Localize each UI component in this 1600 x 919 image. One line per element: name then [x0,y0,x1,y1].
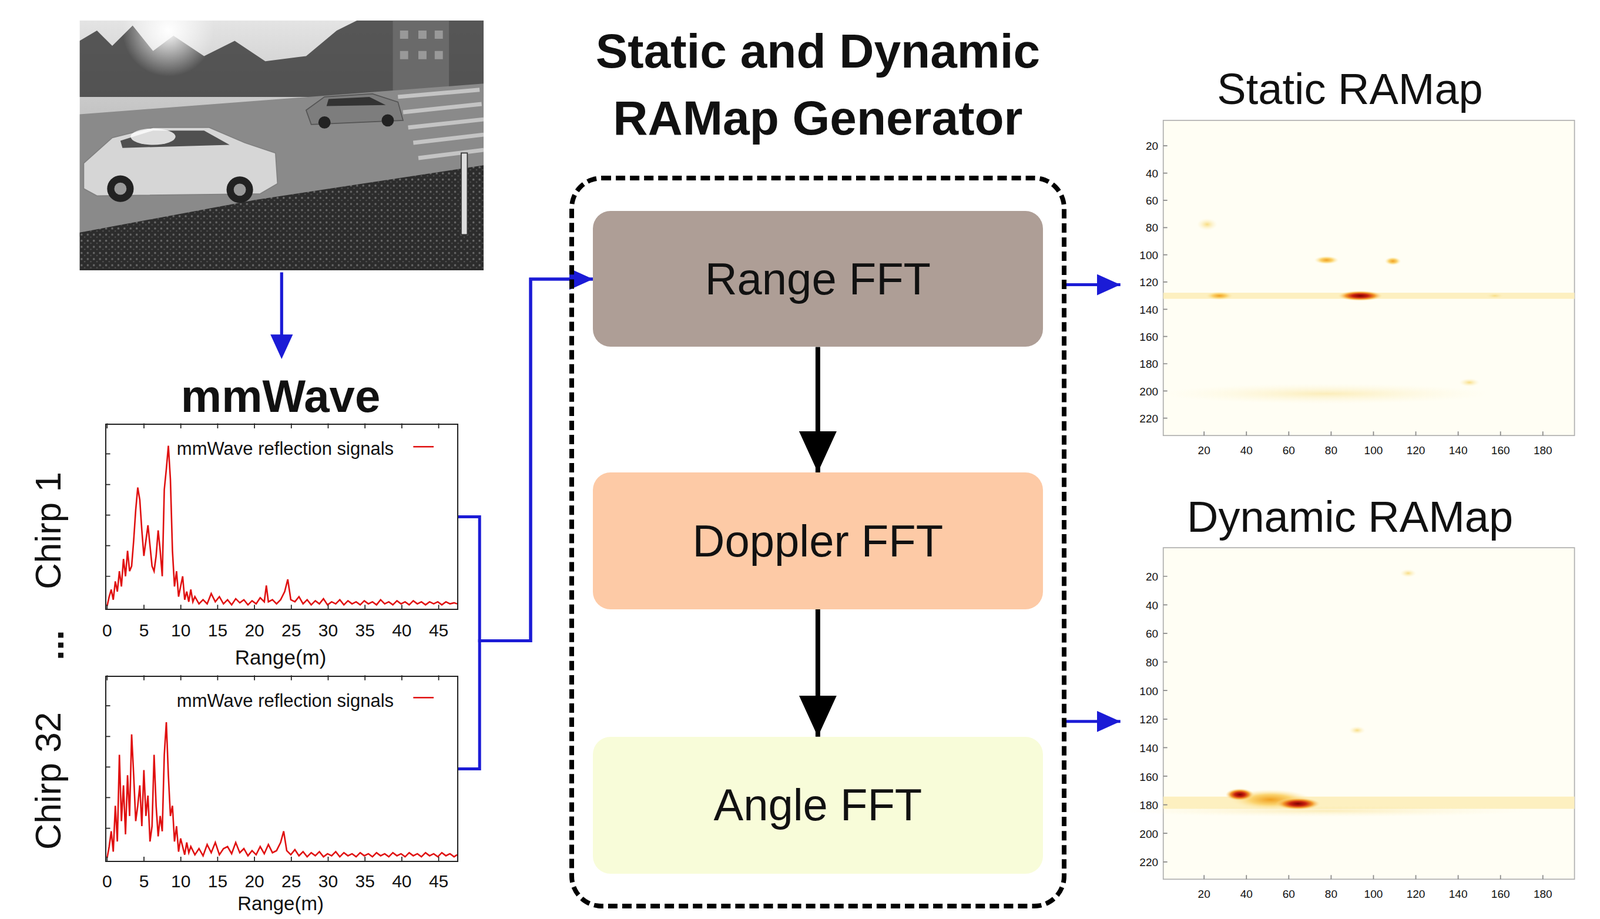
heatmap [1163,120,1575,436]
tick-label: 120 [1139,276,1159,288]
flow-arrow [1066,719,1121,723]
tick-label: 25 [281,872,301,891]
tick-label: 20 [1198,888,1211,900]
tick-label: 160 [1491,444,1511,456]
tick-label: 120 [1406,444,1426,456]
process-box: Range FFT [592,210,1043,347]
process-label: Doppler FFT [692,516,944,566]
signal-plot: mmWave reflection signals [105,423,459,611]
chirp-label: Chirp 32 [29,711,67,850]
tick-label: 20 [1198,444,1211,456]
tick-label: 45 [428,872,449,891]
tick-label: 40 [391,872,412,891]
tick-label: 60 [1145,628,1159,640]
tick-label: 140 [1448,444,1468,456]
plot-title: Static RAMap [1120,67,1580,112]
tick-label: 25 [281,621,301,640]
axis-ticks [105,423,439,862]
ellipsis-mark: ... [32,629,70,661]
axis-title: Range(m) [235,646,327,668]
tick-label: 40 [1145,599,1159,611]
group-title: Static and Dynamic RAMap Generator [553,17,1083,151]
tick-label: 100 [1139,249,1159,261]
flow-arrow [1066,283,1121,287]
tick-label: 40 [1240,888,1253,900]
tick-label: 80 [1325,888,1338,900]
tick-label: 30 [318,872,338,891]
tick-label: 80 [1145,222,1159,234]
tick-label: 5 [139,872,150,891]
tick-label: 180 [1533,444,1553,456]
tick-label: 200 [1139,385,1159,397]
section-label: mmWave [180,373,381,419]
tick-label: 140 [1139,742,1159,754]
tick-label: 40 [1240,444,1253,456]
axis-title: Range(m) [237,893,324,913]
tick-label: 100 [1139,685,1159,697]
tick-label: 160 [1491,888,1511,900]
tick-label: 120 [1139,713,1159,726]
street-photo [79,20,484,271]
tick-label: 20 [244,621,264,640]
tick-label: 60 [1145,195,1159,207]
tick-label: 160 [1139,770,1159,783]
tick-label: 220 [1139,413,1159,425]
tick-label: 35 [354,872,375,891]
tick-label: 45 [428,621,449,640]
tick-label: 20 [244,872,264,891]
chirp-label: Chirp 1 [29,471,67,590]
process-box: Doppler FFT [592,472,1043,610]
tick-label: 100 [1364,888,1384,900]
tick-label: 35 [354,621,375,640]
signal-trace [106,445,458,858]
plot-title: Dynamic RAMap [1120,495,1580,539]
tick-label: 180 [1533,888,1553,900]
process-label: Angle FFT [713,780,922,830]
heatmap [1122,547,1575,880]
tick-label: 200 [1139,827,1159,840]
process-label: Range FFT [705,254,931,304]
tick-label: 10 [170,621,191,640]
down-arrow [270,272,293,360]
tick-label: 40 [391,621,412,640]
tick-label: 0 [102,621,113,640]
tick-label: 140 [1448,888,1468,900]
tick-label: 80 [1325,444,1338,456]
process-box: Angle FFT [592,736,1043,874]
tick-label: 80 [1145,656,1159,669]
tick-label: 60 [1282,444,1296,456]
tick-label: 140 [1139,303,1159,315]
flow-arrow [815,609,821,737]
tick-label: 40 [1145,167,1159,179]
tick-label: 180 [1139,799,1159,811]
generator-box: Static and Dynamic RAMap GeneratorRange … [569,175,1067,909]
legend-text: mmWave reflection signals [176,691,394,710]
tick-label: 180 [1139,358,1159,370]
tick-label: 120 [1406,888,1426,900]
tick-label: 10 [170,872,191,891]
tick-label: 220 [1139,856,1159,868]
heatmap-plot: Dynamic RAMap [1120,548,1580,906]
tick-label: 0 [102,872,113,891]
tick-label: 20 [1145,571,1159,583]
heatmap-plot: Static RAMap [1120,120,1580,460]
tick-label: 60 [1282,888,1296,900]
signal-plot: mmWave reflection signals [105,675,459,863]
tick-label: 160 [1139,330,1159,342]
tick-label: 20 [1145,140,1159,152]
flow-arrow [815,346,821,473]
legend-text: mmWave reflection signals [176,438,394,458]
tick-label: 100 [1364,444,1384,456]
tick-label: 15 [208,621,228,640]
tick-label: 5 [139,621,150,640]
tick-label: 30 [318,621,338,640]
tick-label: 15 [208,872,228,891]
